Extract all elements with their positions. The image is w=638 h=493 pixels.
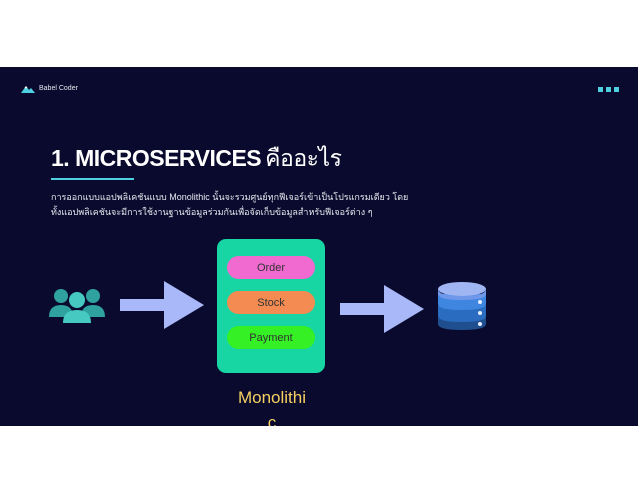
logo-mountain-icon [21, 86, 35, 93]
title-main: 1. MICROSERVICES [51, 145, 262, 171]
arrow-right-icon [120, 281, 204, 329]
arrow-right-icon [340, 285, 424, 333]
description-line: การออกแบบแอปพลิเคชันแบบ Monolithic นั้นจ… [51, 192, 409, 202]
monolithic-box: Order Stock Payment [217, 239, 325, 373]
title-thai: คืออะไร [265, 145, 342, 171]
label-line: Monolithi [237, 388, 307, 407]
brand-name: Babel Coder [39, 85, 78, 92]
module-stock: Stock [227, 291, 315, 314]
dot [614, 87, 619, 92]
monolithic-label: Monolithi c [222, 385, 322, 426]
database-icon [438, 282, 486, 330]
label-line: c [267, 413, 277, 426]
dot [606, 87, 611, 92]
module-payment: Payment [227, 326, 315, 349]
description-line: ทั้งแอปพลิเคชันจะมีการใช้งานฐานข้อมูลร่ว… [51, 207, 373, 217]
title-underline [51, 178, 134, 180]
module-order: Order [227, 256, 315, 279]
menu-dots-icon[interactable] [598, 87, 619, 92]
dot [598, 87, 603, 92]
brand: Babel Coder [21, 84, 78, 93]
users-icon [49, 289, 105, 323]
description: การออกแบบแอปพลิเคชันแบบ Monolithic นั้นจ… [51, 190, 431, 220]
